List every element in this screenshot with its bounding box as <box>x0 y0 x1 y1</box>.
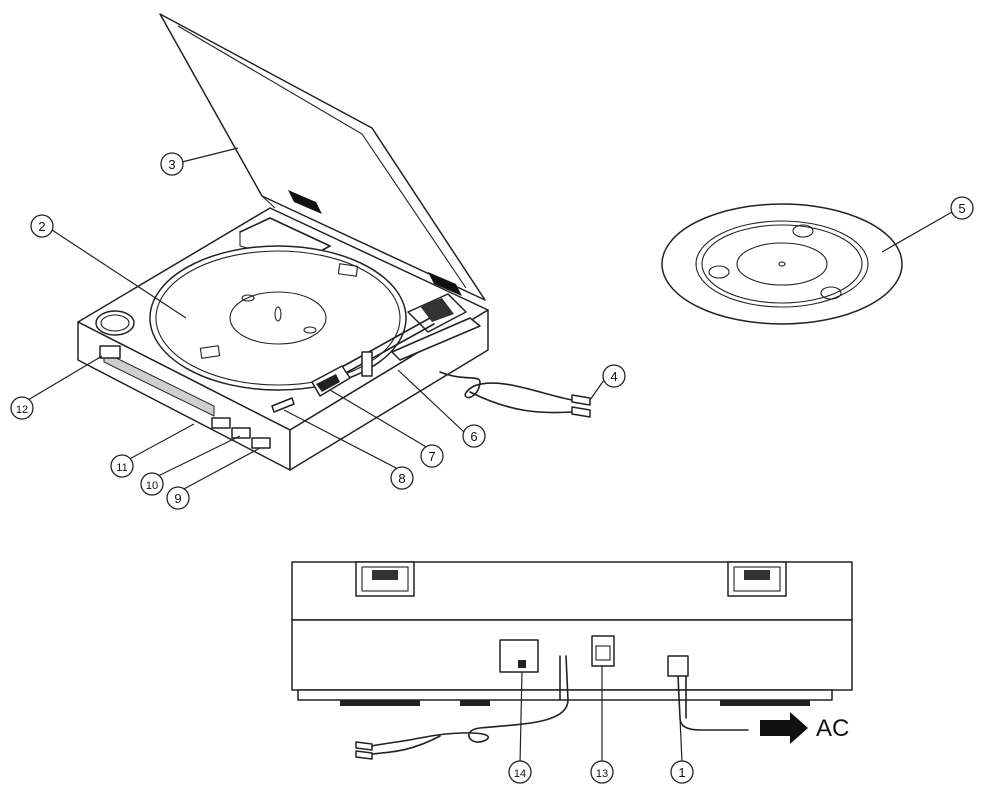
svg-text:5: 5 <box>958 201 965 216</box>
usb-port <box>591 635 615 667</box>
svg-text:1: 1 <box>678 765 685 780</box>
power-cord-socket <box>667 655 689 677</box>
svg-text:3: 3 <box>168 157 175 172</box>
svg-text:8: 8 <box>398 471 405 486</box>
svg-text:12: 12 <box>16 404 28 416</box>
callout-13: 13 <box>590 760 614 784</box>
callout-8: 8 <box>390 466 414 490</box>
front-panel <box>99 345 271 449</box>
callout-6: 6 <box>462 424 486 448</box>
callout-2: 2 <box>30 214 54 238</box>
ac-arrow <box>760 712 808 744</box>
callout-11: 11 <box>110 454 134 478</box>
callout-1: 1 <box>670 760 694 784</box>
svg-text:10: 10 <box>146 480 158 492</box>
svg-text:11: 11 <box>116 462 127 474</box>
callout-7: 7 <box>420 444 444 468</box>
platter <box>149 245 407 391</box>
callout-4: 4 <box>602 364 626 388</box>
tonearm <box>311 293 481 397</box>
svg-text:6: 6 <box>470 429 477 444</box>
callout-12: 12 <box>10 396 34 420</box>
svg-text:4: 4 <box>610 369 617 384</box>
svg-text:14: 14 <box>514 768 526 780</box>
callout-5: 5 <box>950 196 974 220</box>
callout-9: 9 <box>166 486 190 510</box>
callout-14: 14 <box>508 760 532 784</box>
ac-label: AC <box>816 715 849 742</box>
svg-text:7: 7 <box>428 449 435 464</box>
adapter-disc <box>661 203 903 325</box>
callout-3: 3 <box>160 152 184 176</box>
svg-text:13: 13 <box>596 768 608 780</box>
cue-lever <box>271 397 295 413</box>
leader-lines <box>27 147 953 765</box>
dust-cover <box>159 13 486 301</box>
rear-view: AC <box>291 561 853 760</box>
rca-cable <box>439 371 591 418</box>
svg-text:9: 9 <box>174 491 181 506</box>
svg-text:2: 2 <box>38 219 45 234</box>
callout-10: 10 <box>140 472 164 496</box>
